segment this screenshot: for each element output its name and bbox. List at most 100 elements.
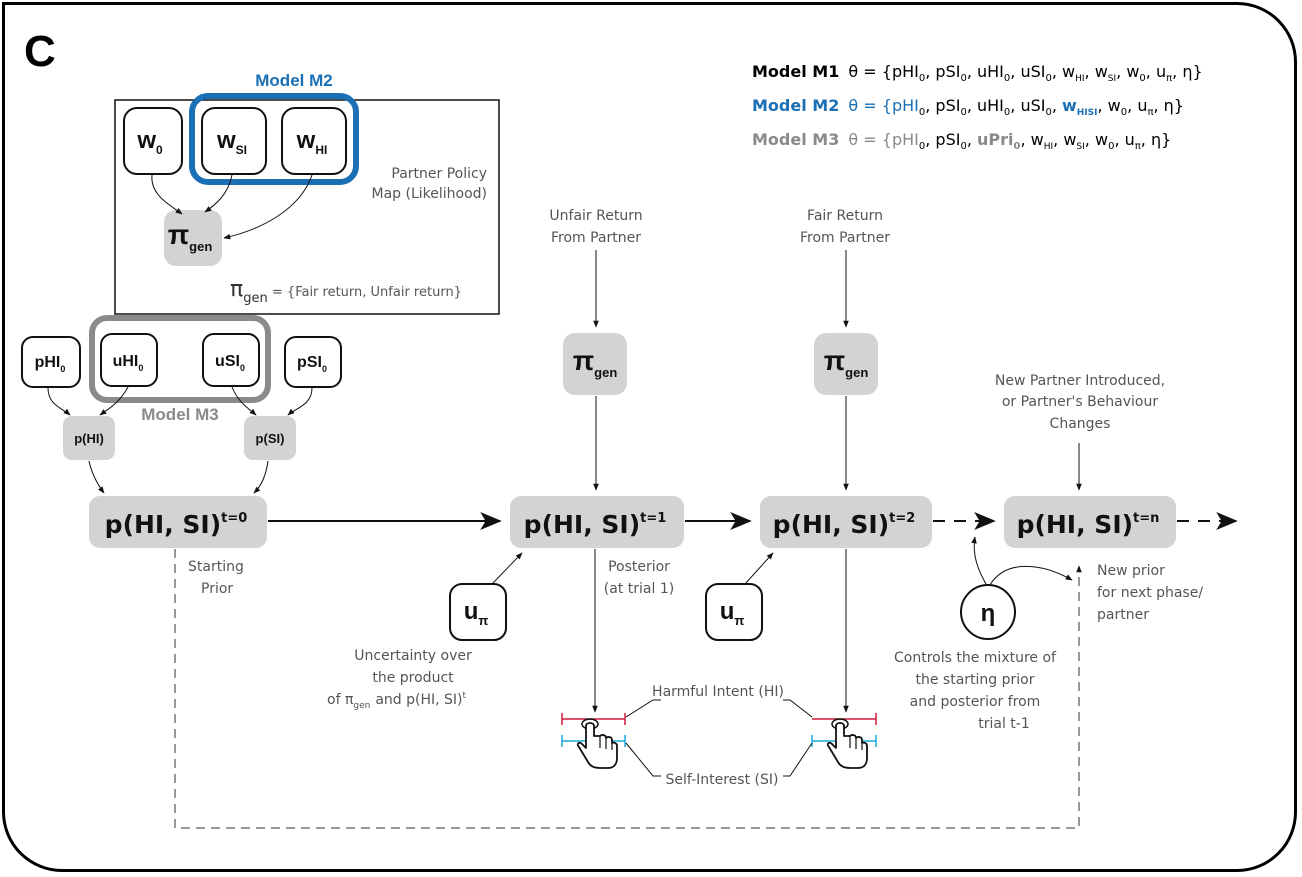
svg-text:pHI0: pHI0 [35, 354, 66, 374]
panel-letter: C [24, 27, 56, 76]
arrow-phi-t0 [88, 460, 105, 494]
svg-text:η: η [981, 600, 996, 627]
arrow-eta-tn [971, 536, 987, 585]
pointer-hand-icon [576, 718, 618, 769]
hi-connector-2 [783, 699, 813, 718]
svg-text:uSI0: uSI0 [215, 353, 245, 373]
node-p-si: p(SI) [244, 416, 296, 460]
svg-text:pSI0: pSI0 [297, 354, 327, 374]
svg-text:p(HI, SI)t=2: p(HI, SI)t=2 [773, 510, 916, 539]
node-upi-1: uπ [449, 583, 507, 641]
node-posterior-tn: p(HI, SI)t=n [1004, 496, 1176, 548]
node-w0: w0 [123, 107, 183, 175]
model-m2-group [189, 93, 359, 185]
svg-text:wSI: wSI [216, 127, 247, 157]
posterior-label-2: (at trial 1) [604, 581, 674, 597]
node-eta: η [960, 584, 1016, 640]
equation-m1: Model M1 θ = {pHI0, pSI0, uHI0, uSI0, wH… [752, 62, 1203, 84]
new-partner-3: Changes [1050, 416, 1111, 432]
svg-text:p(SI): p(SI) [256, 431, 285, 446]
unfair-label-1: Unfair Return [549, 208, 642, 224]
starting-prior-2: Prior [201, 581, 233, 597]
policy-definition: πgen = {Fair return, Unfair return} [230, 277, 462, 306]
new-prior-2: for next phase/ [1097, 585, 1203, 601]
svg-text:πgen: πgen [168, 219, 213, 254]
svg-text:uπ: uπ [464, 598, 489, 628]
arrow-uhi0-phi [99, 386, 129, 416]
equation-m2: Model M2 θ = {pHI0, pSI0, uHI0, uSI0, wH… [752, 96, 1184, 118]
fair-label-2: From Partner [800, 230, 890, 246]
svg-text:πgen: πgen [824, 345, 869, 380]
hi-label: Harmful Intent (HI) [652, 684, 784, 700]
svg-text:uHI0: uHI0 [113, 353, 144, 373]
svg-text:πgen = {Fair return, Unfair re: πgen = {Fair return, Unfair return} [230, 277, 462, 306]
node-usi0: uSI0 [202, 333, 260, 387]
svg-text:Model M1 θ = {pHI0, pSI0: Model M1 θ = {pHI0, pSI0, uHI0, uSI0, wH… [752, 62, 1203, 84]
arrow-wsi-pigen [204, 174, 233, 213]
arrow-w0-pigen [151, 174, 183, 215]
node-phi0: pHI0 [21, 336, 81, 388]
node-uhi0: uHI0 [100, 333, 158, 387]
dashed-feedback-loop [174, 549, 1082, 829]
equation-m3: Model M3 θ = {pHI0, pSI0, uPri0, wHI, wS… [752, 130, 1171, 152]
eta-label-4: trial t-1 [978, 716, 1030, 732]
svg-text:w0: w0 [136, 127, 163, 157]
fair-label-1: Fair Return [807, 208, 883, 224]
node-upi-2: uπ [705, 583, 763, 641]
hi-connector-1 [625, 699, 661, 718]
arrow-psi-t0 [253, 460, 269, 494]
arrow-eta-loop [989, 565, 1073, 586]
svg-text:p(HI, SI)t=0: p(HI, SI)t=0 [105, 510, 248, 539]
model-m2-label: Model M2 [255, 71, 332, 90]
model-m3-label: Model M3 [141, 405, 218, 424]
policy-box [114, 99, 500, 315]
node-pigen-t1: πgen [563, 333, 627, 395]
starting-prior-1: Starting [188, 559, 244, 575]
node-posterior-t0: p(HI, SI)t=0 [89, 496, 267, 548]
svg-text:πgen: πgen [573, 345, 618, 380]
node-pigen-policy: πgen [164, 210, 222, 266]
node-pigen-t2: πgen [814, 333, 878, 395]
si-connector-1 [625, 742, 661, 777]
svg-text:p(HI, SI)t=n: p(HI, SI)t=n [1017, 510, 1160, 539]
svg-text:uπ: uπ [720, 598, 745, 628]
si-connector-2 [783, 742, 813, 777]
uncert-label-2: the product [372, 670, 454, 686]
uncert-label-1: Uncertainty over [354, 648, 472, 664]
eta-label-1: Controls the mixture of [894, 650, 1057, 666]
svg-text:wHI: wHI [296, 127, 328, 157]
model-m3-group [89, 315, 271, 403]
node-psi0: pSI0 [284, 336, 342, 388]
new-prior-3: partner [1097, 607, 1149, 623]
arrow-psi0-psi [287, 387, 313, 416]
arrow-upi-1 [491, 552, 523, 585]
posterior-label-1: Posterior [608, 559, 670, 575]
policy-label-2: Map (Likelihood) [372, 186, 488, 202]
arrow-upi-2 [744, 552, 774, 585]
eta-label-3: and posterior from [910, 694, 1041, 710]
si-label: Self-Interest (SI) [666, 772, 779, 788]
new-partner-1: New Partner Introduced, [995, 373, 1165, 389]
policy-label-1: Partner Policy [391, 166, 487, 182]
eta-label-2: the starting prior [916, 672, 1035, 688]
new-partner-2: or Partner's Behaviour [1002, 394, 1159, 410]
svg-text:Model M3 θ = {pHI0, pSI0: Model M3 θ = {pHI0, pSI0, uPri0, wHI, wS… [752, 130, 1171, 152]
svg-text:p(HI, SI)t=1: p(HI, SI)t=1 [524, 510, 667, 539]
arrow-phi0-phi [47, 387, 71, 416]
arrow-whi-pigen [223, 174, 313, 240]
new-prior-1: New prior [1097, 563, 1165, 579]
node-wsi: wSI [201, 107, 267, 175]
unfair-label-2: From Partner [551, 230, 641, 246]
node-p-hi: p(HI) [63, 416, 115, 460]
svg-text:p(HI): p(HI) [74, 431, 104, 446]
pointer-hand-icon [826, 718, 868, 769]
node-posterior-t2: p(HI, SI)t=2 [760, 496, 932, 548]
node-posterior-t1: p(HI, SI)t=1 [510, 496, 684, 548]
svg-text:Model M2 θ = {pHI0, pSI0: Model M2 θ = {pHI0, pSI0, uHI0, uSI0, wH… [752, 96, 1184, 118]
arrow-usi0-psi [231, 386, 257, 416]
node-whi: wHI [281, 107, 347, 175]
